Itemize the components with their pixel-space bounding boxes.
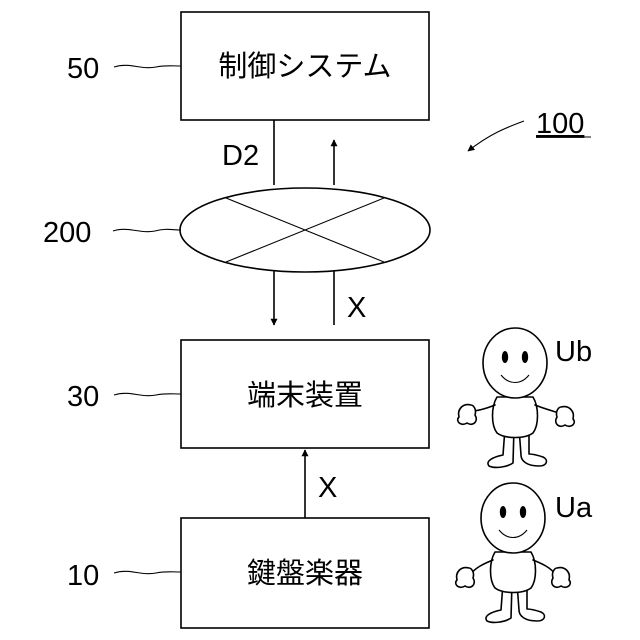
control-system-label: 制御システム (218, 49, 391, 83)
system-ref-arrow (468, 121, 524, 151)
keyboard-block: 鍵盤楽器 (181, 518, 429, 628)
terminal-ref: 30 (67, 381, 99, 413)
network-leader-line (113, 229, 181, 231)
terminal-label: 端末装置 (247, 378, 363, 412)
network-ref: 200 (43, 217, 91, 249)
system-ref: 100 (536, 108, 584, 140)
user-ua-label: Ua (555, 492, 593, 524)
d2-label: D2 (222, 140, 259, 172)
control-system-ref: 50 (67, 53, 99, 85)
x-label-lower: X (318, 472, 337, 504)
x-label-upper: X (347, 292, 366, 324)
keyboard-ref: 10 (67, 560, 99, 592)
terminal-leader-line (114, 393, 181, 395)
network-ellipse (180, 188, 430, 272)
control-system-leader-line (114, 65, 181, 67)
keyboard-leader-line (114, 571, 181, 573)
person-ua-figure (456, 483, 571, 622)
user-ub-label: Ub (555, 336, 592, 368)
terminal-block: 端末装置 (181, 340, 429, 448)
keyboard-label: 鍵盤楽器 (247, 556, 363, 590)
control-system-block: 制御システム (181, 12, 429, 120)
